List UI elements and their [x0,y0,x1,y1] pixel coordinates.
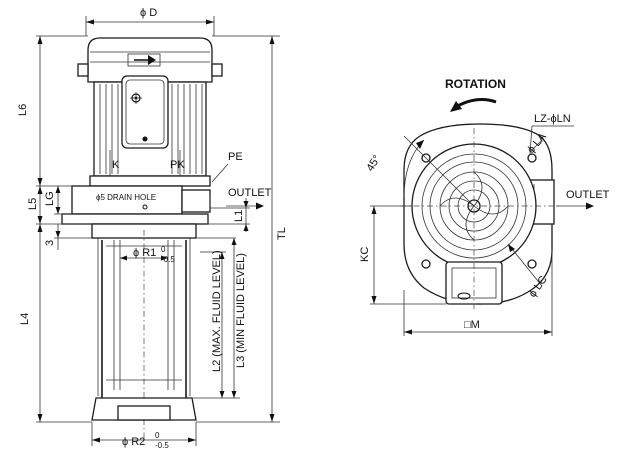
l2-label: L2 (MAX. FLUID LEVEL) [211,250,223,372]
m-label: □M [464,319,480,331]
lg-label: LG [44,191,56,206]
rotation-arrow-icon [450,98,497,112]
base-plate [61,213,209,225]
tl-label: TL [276,227,288,240]
svg-text:-0.5: -0.5 [155,441,169,450]
mounting-flange [89,175,211,187]
terminal-box [121,75,169,149]
top-view: ROTATION [359,77,610,336]
l3-label: L3 (MIN FLUID LEVEL) [235,253,247,368]
r1-tolerance: 0 [161,245,166,254]
l5-label: L5 [27,198,39,210]
l4-label: L4 [19,313,31,325]
gear-icon [130,92,142,104]
phi-r1-label: ϕ R1 [133,247,156,259]
r1-tolerance-lower: -0.5 [161,255,175,264]
outlet-label-side: OUTLET [228,187,272,199]
rotation-label: ROTATION [445,77,506,91]
outlet-label-top: OUTLET [566,189,610,201]
pe-label: PE [228,151,243,163]
angle-label: 45° [364,153,383,173]
phi-d-label: ϕ D [140,7,157,19]
cooling-fins [99,84,203,174]
phi-r2-label: ϕ R2 [122,436,145,448]
pump-column [91,223,197,440]
three-label: 3 [44,240,56,246]
pk-label: PK [170,159,185,171]
l6-label: L6 [17,104,29,116]
phi-d-dimension: ϕ D [85,7,215,36]
side-view: ϕ D [17,7,288,450]
k-label: K [112,159,120,171]
left-dimensions: L6 L5 L4 LG 3 [17,35,92,423]
drain-hole-label: ϕ5 DRAIN HOLE [96,193,156,202]
direction-arrow-icon [127,53,161,67]
right-dimensions: TL L1 L3 (MIN FLUID LEVEL) L2 (MAX. FLUI… [192,35,288,423]
kc-label: KC [359,247,371,262]
lz-ln-label: LZ-ϕLN [534,113,571,125]
outlet-pipe [181,189,211,213]
svg-text:0: 0 [155,431,160,440]
l1-label: L1 [233,210,245,222]
cable-gland [142,136,148,142]
